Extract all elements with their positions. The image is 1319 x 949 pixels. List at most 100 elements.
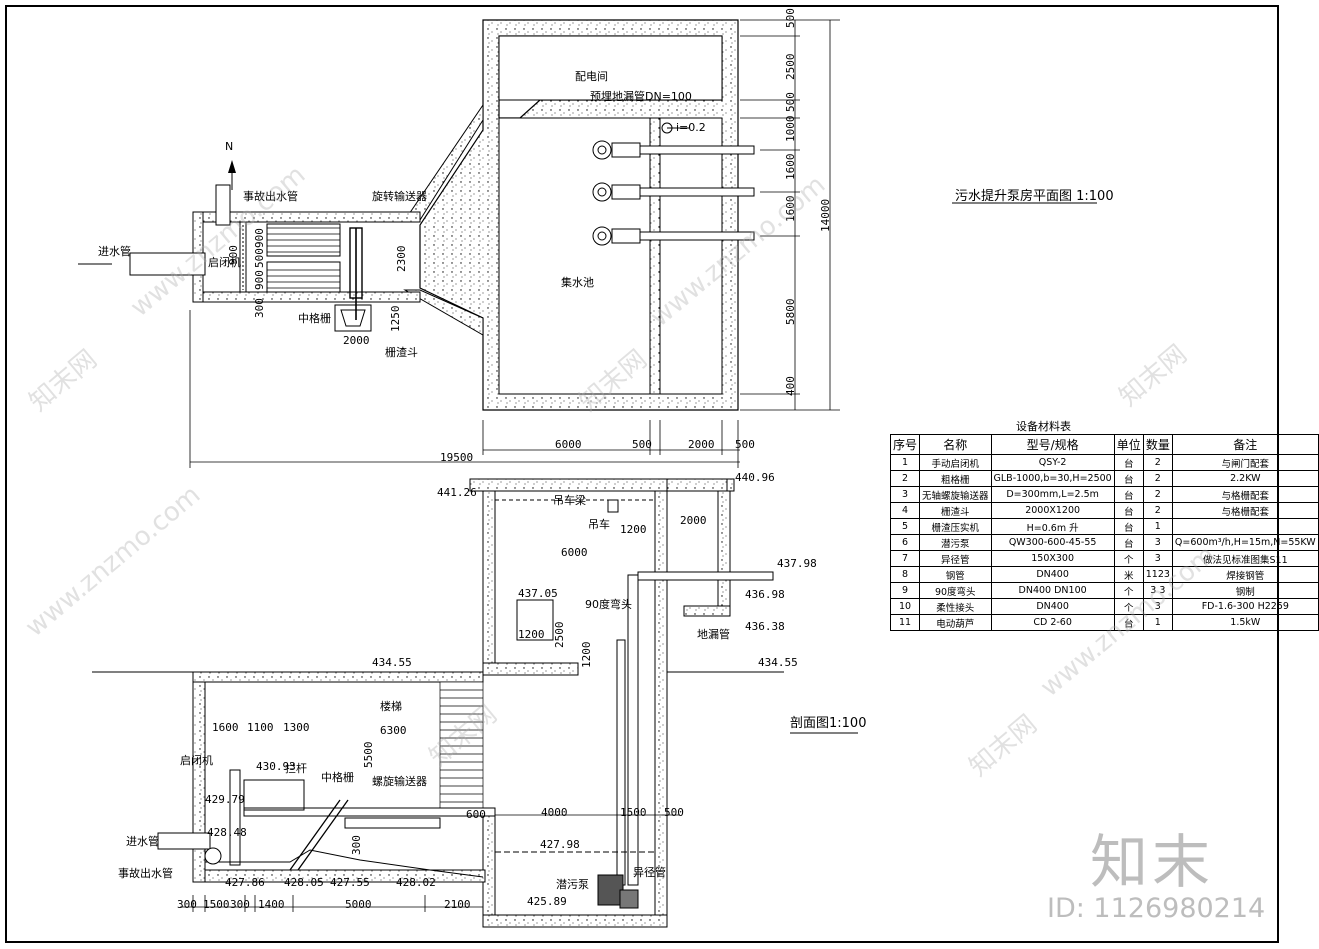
collection-pool-label: 集水池 [561,276,594,289]
table-cell: QSY-2 [990,454,1115,471]
table-cell: 2 [1142,486,1173,503]
dim-b3: 2000 [688,438,715,451]
dim-d5500: 5500 [362,741,375,769]
plan-title: 污水提升泵房平面图 1:100 [955,189,1114,204]
table-cell: 1.5kW [1171,614,1319,631]
table-header: 型号/规格 [990,434,1115,455]
elev-e10: 429.79 [205,793,245,806]
table-cell: CD 2-60 [990,614,1115,631]
dim-d600: 600 [466,808,486,821]
dim-d1200a: 1200 [620,523,647,536]
table-cell: 2.2KW [1171,470,1319,487]
table-header: 备注 [1171,434,1319,455]
table-cell: 手动启闭机 [919,454,992,471]
table-cell: 5 [889,518,921,535]
dim-r7: 5800 [784,298,797,326]
table-cell: 潜污泵 [919,534,992,551]
table-cell: H=0.6m 升 [990,518,1115,535]
table-cell: 钢管 [919,566,992,583]
dim-ch3: 900 [253,270,266,290]
watermark-id: ID: 1126980214 [1047,893,1266,924]
section-mid-screen-label: 中格栅 [321,771,354,784]
section-inlet-pipe-label: 进水管 [126,835,159,848]
table-cell: 栅渣压实机 [919,518,992,535]
table-cell: 3 [1142,598,1173,615]
table-cell: GLB-1000,b=30,H=2500 [990,470,1115,487]
table-cell: 电动葫芦 [919,614,992,631]
dim-b1: 6000 [555,438,582,451]
table-cell: 4 [889,502,921,519]
drawing-sheet: 污水提升泵房平面图 1:100 配电间 预埋地漏管DN=100 i=0.2 事故… [5,5,1319,943]
plan-gate-hoist-label: 启闭机 [208,256,241,269]
table-cell: FD-1.6-300 H2259 [1171,598,1319,615]
dim-bot1400: 1400 [258,898,285,911]
table-cell: 粗格栅 [919,470,992,487]
table-cell: 无轴螺旋输送器 [919,486,992,503]
elev-e2: 440.96 [735,471,775,484]
dim-total-w: 19500 [440,451,474,464]
table-header-row: 序号 名称 型号/规格 单位 数量 备注 [889,434,1319,455]
dim-d2500: 2500 [553,621,566,649]
table-cell: DN400 [990,566,1115,583]
dim-d1200b: 1200 [518,628,545,641]
bars-label: 拦杆 [285,762,307,775]
distribution-room-label: 配电间 [575,70,608,83]
table-cell: 台 [1113,470,1144,487]
table-header: 名称 [919,434,992,455]
dim-ch2: 500 [253,248,266,268]
dim-r2: 2500 [784,53,797,81]
table-cell: DN400 [990,598,1115,615]
dim-bot1500: 1500 [203,898,230,911]
dim-d6000: 6000 [561,546,588,559]
table-cell: 柔性接头 [919,598,992,615]
elev-e13: 427.86 [225,876,265,889]
table-header: 单位 [1113,434,1144,455]
accident-outlet-label: 事故出水管 [243,190,298,203]
elev-e16: 428.02 [396,876,436,889]
elev-e15: 427.55 [330,876,370,889]
table-cell: 个 [1113,550,1144,567]
dim-d1500: 1500 [620,806,647,819]
dim-d1200c: 1200 [580,641,593,669]
table-cell: 台 [1113,486,1144,503]
stairs-label: 楼梯 [380,700,402,713]
floor-drain-label: 地漏管 [697,628,730,641]
dim-bot300a: 300 [177,898,197,911]
dim-d1600: 1600 [212,721,239,734]
table-cell: DN400 DN100 [990,582,1115,599]
table-cell: 台 [1113,534,1144,551]
table-cell: 6 [889,534,921,551]
dim-r4: 1000 [784,115,797,143]
table-cell: 1 [1142,614,1173,631]
table-cell [1171,518,1319,535]
dim-r8: 400 [784,376,797,396]
slope-label: i=0.2 [676,121,706,134]
table-cell: 2 [1142,502,1173,519]
table-cell: 米 [1113,566,1144,583]
dim-r3: 500 [784,92,797,112]
table-cell: 90度弯头 [919,582,992,599]
table-cell: 7 [889,550,921,567]
dim-d1300: 1300 [283,721,310,734]
watermark-brand: 知末 [1090,828,1215,896]
table-cell: 与闸门配套 [1171,454,1319,471]
dim-b2: 500 [632,438,652,451]
table-cell: 与格栅配套 [1171,502,1319,519]
table-header: 数量 [1142,434,1173,455]
table-cell: 2 [1142,454,1173,471]
table-cell: 异径管 [919,550,992,567]
dim-d4000: 4000 [541,806,568,819]
table-cell: 3 [1142,550,1173,567]
section-title: 剖面图1:100 [790,716,867,731]
dim-d500: 500 [664,806,684,819]
elev-e4: 436.98 [745,588,785,601]
dim-d300v: 300 [350,835,363,855]
table-cell: 3 [1142,534,1173,551]
elev-e3: 437.98 [777,557,817,570]
